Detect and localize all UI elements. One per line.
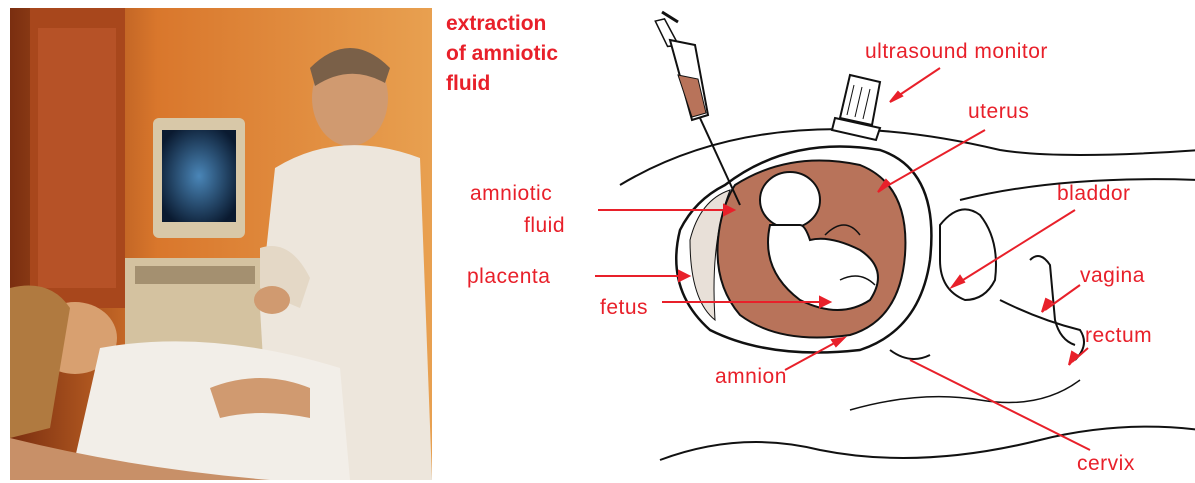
title-line-3: fluid [446, 72, 490, 95]
label-cervix: cervix [1077, 452, 1135, 475]
bladder-shape [940, 209, 996, 300]
label-fetus: fetus [600, 296, 648, 319]
label-amniotic: amniotic [470, 182, 552, 205]
leader-vagina [1045, 285, 1080, 310]
amniocentesis-diagram: extraction of amniotic fluid ultrasound … [440, 0, 1195, 483]
label-amnion: amnion [715, 365, 787, 388]
label-uterus: uterus [968, 100, 1029, 123]
ultrasound-exam-photo [10, 8, 432, 480]
title-line-1: extraction [446, 12, 546, 35]
syringe [653, 12, 740, 205]
ultrasound-transducer [832, 75, 880, 140]
label-vagina: vagina [1080, 264, 1145, 287]
label-ultrasound-monitor: ultrasound monitor [865, 40, 1048, 63]
label-fluid: fluid [524, 214, 565, 237]
label-placenta: placenta [467, 265, 550, 288]
label-bladdor: bladdor [1057, 182, 1131, 205]
leader-cervix [910, 360, 1090, 450]
title-line-2: of amniotic [446, 42, 558, 65]
label-rectum: rectum [1085, 324, 1152, 347]
